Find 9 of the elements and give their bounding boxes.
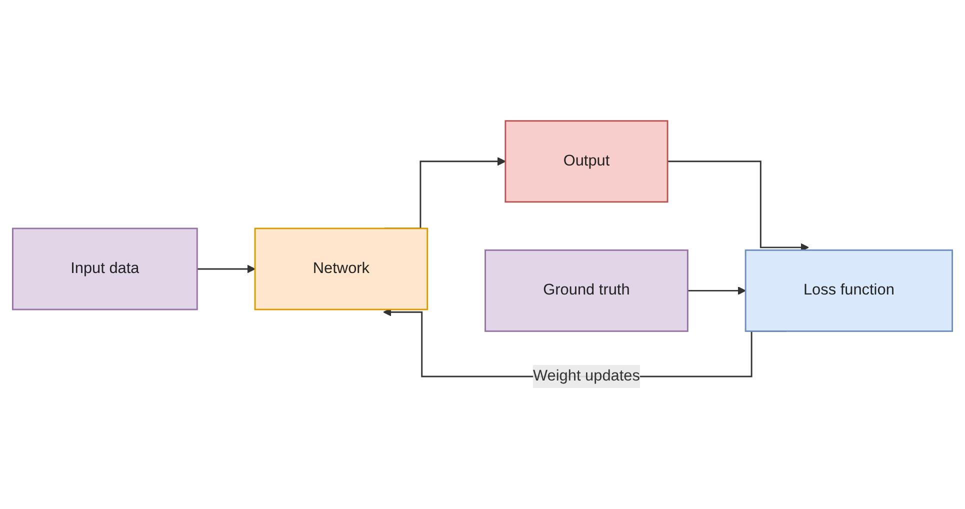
arrow — [688, 286, 746, 295]
node-box: Loss function — [744, 249, 953, 332]
arrow — [668, 160, 809, 252]
node-box: Ground truth — [484, 249, 688, 332]
node-box: Input data — [12, 228, 198, 310]
node-box: Network — [254, 228, 428, 310]
node-box: Output — [504, 120, 668, 203]
edge-label: Weight updates — [532, 368, 640, 384]
arrow — [197, 264, 256, 274]
